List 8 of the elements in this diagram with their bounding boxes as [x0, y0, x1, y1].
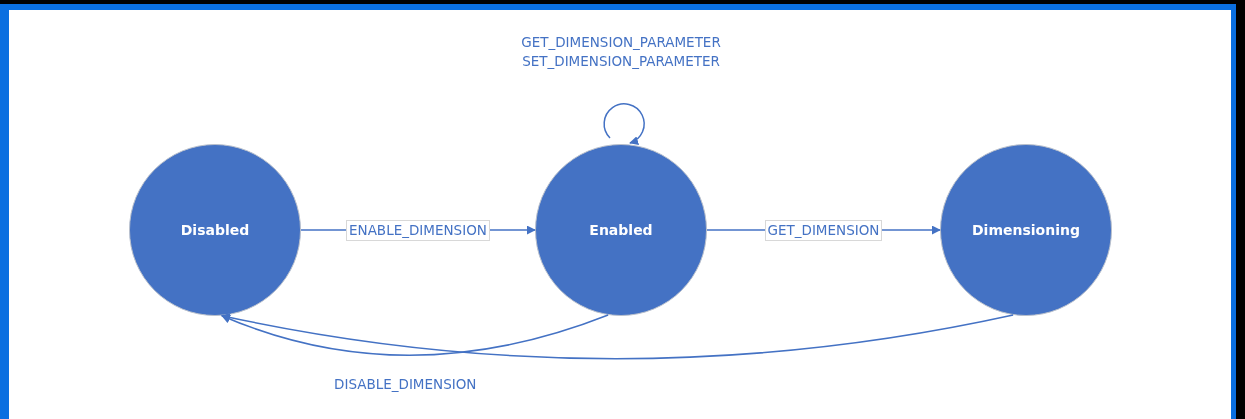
- transition-arrow: [603, 103, 645, 145]
- transition-arrow: [221, 314, 609, 356]
- transition-arrow: [221, 312, 1014, 360]
- state-label: Enabled: [589, 222, 653, 238]
- edge-label: GET_DIMENSION_PARAMETER SET_DIMENSION_PARAMETER: [520, 33, 722, 71]
- state-label: Disabled: [180, 222, 250, 238]
- state-label: Dimensioning: [972, 222, 1080, 238]
- edge-label: ENABLE_DIMENSION: [346, 219, 490, 241]
